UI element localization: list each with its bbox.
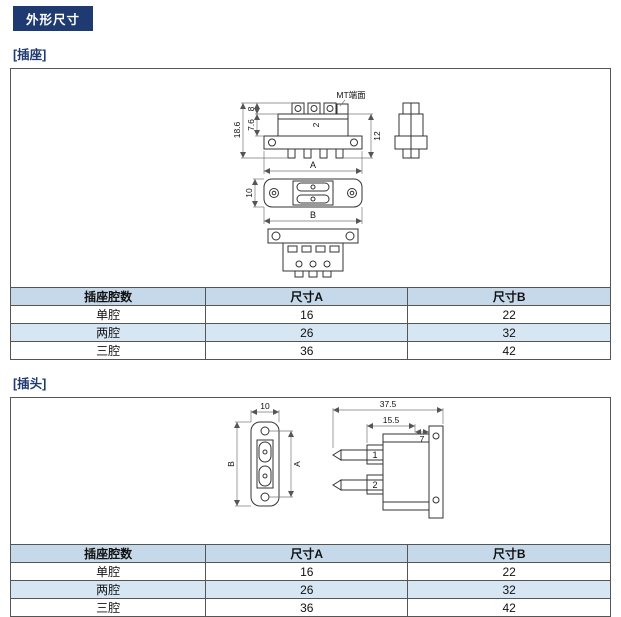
table-row: 单腔 16 22 <box>10 305 611 324</box>
pin1-marker-label: 1 <box>372 450 377 460</box>
plug-drawing: 10 B A 37.5 15.5 7 1 2 <box>11 398 610 545</box>
socket-drawing: MT端面 18.6 8 7.6 12 2 A 10 B <box>11 69 610 288</box>
table-header-row: 插座腔数 尺寸A 尺寸B <box>10 544 611 563</box>
cell-dim-a-value: 36 <box>205 598 409 617</box>
socket-rear-view <box>267 228 359 278</box>
cell-dim-b-value: 32 <box>407 323 611 342</box>
socket-front-view <box>263 102 363 159</box>
pin2-marker-label: 2 <box>372 480 377 490</box>
table-row: 三腔 36 42 <box>10 341 611 360</box>
cell-dim-a-value: 16 <box>205 562 409 581</box>
socket-panel: MT端面 18.6 8 7.6 12 2 A 10 B 插座腔数 <box>10 68 611 360</box>
cavity-marker-label: 2 <box>311 122 321 127</box>
dim-flange-width-label: 10 <box>260 401 270 411</box>
plug-section-label: [插头] <box>13 377 47 391</box>
cell-dim-b-value: 32 <box>407 580 611 599</box>
cell-cavity-type: 三腔 <box>10 341 207 360</box>
socket-technical-drawing: MT端面 18.6 8 7.6 12 2 A 10 B <box>232 90 428 278</box>
mt-face-feature <box>336 103 349 115</box>
page-title-badge: 外形尺寸 <box>13 6 94 31</box>
table-row: 三腔 36 42 <box>10 598 611 617</box>
dim-flange-height-label: 10 <box>244 188 254 198</box>
dim-b-label: B <box>310 210 316 220</box>
dim-body-height-label: 7.6 <box>246 119 256 131</box>
plug-front-view <box>250 421 280 507</box>
datasheet-page: 外形尺寸 [插座] <box>10 6 611 617</box>
dim-top-height-label: 8 <box>246 106 256 111</box>
mt-face-label: MT端面 <box>336 90 366 100</box>
header-dim-b: 尺寸B <box>407 544 611 563</box>
table-row: 两腔 26 32 <box>10 580 611 599</box>
cell-cavity-type: 两腔 <box>10 580 207 599</box>
cell-dim-a-value: 36 <box>205 341 409 360</box>
section-plug: [插头] <box>10 373 611 617</box>
cell-cavity-type: 单腔 <box>10 562 207 581</box>
cell-dim-a-value: 16 <box>205 305 409 324</box>
dim-a-label: A <box>310 160 316 170</box>
dim-b-label: B <box>226 461 236 467</box>
header-cavity-count: 插座腔数 <box>10 544 207 563</box>
plug-side-view <box>332 425 444 519</box>
socket-dimension-lines <box>240 99 374 224</box>
table-row: 单腔 16 22 <box>10 562 611 581</box>
plug-dimension-table: 插座腔数 尺寸A 尺寸B 单腔 16 22 两腔 26 32 <box>10 544 611 617</box>
socket-side-view <box>394 102 428 159</box>
plug-technical-drawing: 10 B A 37.5 15.5 7 1 2 <box>226 399 444 519</box>
table-header-row: 插座腔数 尺寸A 尺寸B <box>10 287 611 306</box>
cell-cavity-type: 两腔 <box>10 323 207 342</box>
header-dim-b: 尺寸B <box>407 287 611 306</box>
cell-cavity-type: 单腔 <box>10 305 207 324</box>
cell-dim-b-value: 22 <box>407 305 611 324</box>
header-dim-a: 尺寸A <box>205 287 409 306</box>
plug-panel: 10 B A 37.5 15.5 7 1 2 插座腔数 尺寸A <box>10 397 611 617</box>
header-dim-a: 尺寸A <box>205 544 409 563</box>
cell-dim-a-value: 26 <box>205 580 409 599</box>
dim-step-label: 7 <box>420 434 425 444</box>
table-row: 两腔 26 32 <box>10 323 611 342</box>
dim-total-height-label: 18.6 <box>232 121 242 138</box>
dim-side-height-label: 12 <box>372 131 382 141</box>
socket-flange-view <box>263 178 363 208</box>
dim-a-label: A <box>292 461 302 467</box>
cell-cavity-type: 三腔 <box>10 598 207 617</box>
socket-dimension-table: 插座腔数 尺寸A 尺寸B 单腔 16 22 两腔 26 32 <box>10 287 611 360</box>
plug-dimension-lines <box>234 407 444 507</box>
cell-dim-b-value: 42 <box>407 598 611 617</box>
socket-section-label: [插座] <box>13 48 47 62</box>
section-socket: [插座] <box>10 44 611 360</box>
cell-dim-b-value: 42 <box>407 341 611 360</box>
dim-total-length-label: 37.5 <box>380 399 397 409</box>
header-cavity-count: 插座腔数 <box>10 287 207 306</box>
cell-dim-b-value: 22 <box>407 562 611 581</box>
dim-pin-length-label: 15.5 <box>383 415 400 425</box>
page-title: 外形尺寸 <box>26 13 81 27</box>
cell-dim-a-value: 26 <box>205 323 409 342</box>
